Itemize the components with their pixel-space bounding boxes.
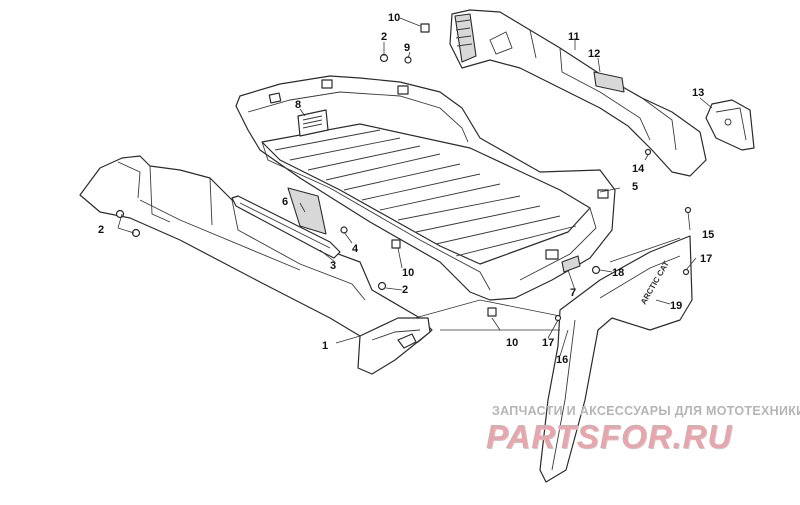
callout-1: 1 <box>322 340 328 352</box>
callout-2-top: 2 <box>381 31 387 43</box>
cargo-box <box>235 75 616 301</box>
side-rail-bracket <box>231 195 341 259</box>
clip-10-center <box>391 239 401 249</box>
left-side-panel <box>79 155 433 375</box>
pin-17-right <box>682 268 690 276</box>
small-plate <box>287 187 327 235</box>
callout-18: 18 <box>612 267 624 279</box>
callout-12: 12 <box>588 48 600 60</box>
callout-17-right: 17 <box>700 253 712 265</box>
clip-10-lower <box>487 307 497 317</box>
callout-19: 19 <box>670 300 682 312</box>
screw-2-left-a <box>115 209 125 219</box>
callout-8: 8 <box>295 99 301 111</box>
callout-2-lower: 2 <box>402 284 408 296</box>
right-upper-panel <box>449 9 707 177</box>
callout-6: 6 <box>282 196 288 208</box>
screw-2-left-b <box>131 228 141 238</box>
leader-lines <box>117 17 713 357</box>
screw-2-lower <box>377 281 387 291</box>
callout-2-left: 2 <box>98 224 104 236</box>
callout-11: 11 <box>568 31 580 43</box>
callout-10-center: 10 <box>402 267 414 279</box>
callout-5: 5 <box>632 181 638 193</box>
pin-15 <box>684 206 692 214</box>
right-lower-panel: ARCTIC CAT <box>539 235 693 483</box>
callout-4: 4 <box>352 243 359 255</box>
callout-16: 16 <box>556 354 568 366</box>
callout-15: 15 <box>702 229 714 241</box>
callout-10-top: 10 <box>388 12 400 24</box>
callout-13: 13 <box>692 87 704 99</box>
screw-18 <box>591 265 601 275</box>
rivet-4 <box>340 226 348 234</box>
fasteners <box>115 23 692 322</box>
callout-14: 14 <box>632 163 645 175</box>
callout-numbers: 10 2 9 8 11 12 13 14 5 6 4 3 10 2 2 15 1… <box>98 12 714 366</box>
pin-14 <box>644 148 652 156</box>
clip-10-top <box>420 23 430 33</box>
callout-10-lower: 10 <box>506 337 518 349</box>
watermark-subtitle: ЗАПЧАСТИ И АКСЕССУАРЫ ДЛЯ МОТОТЕХНИКИ <box>492 404 800 418</box>
tail-light <box>705 99 755 151</box>
watermark-brand: PARTSFOR.RU <box>486 418 733 455</box>
callout-7: 7 <box>570 287 576 299</box>
callout-3: 3 <box>330 260 336 272</box>
callout-17-lower: 17 <box>542 337 554 349</box>
callout-9: 9 <box>404 42 410 54</box>
